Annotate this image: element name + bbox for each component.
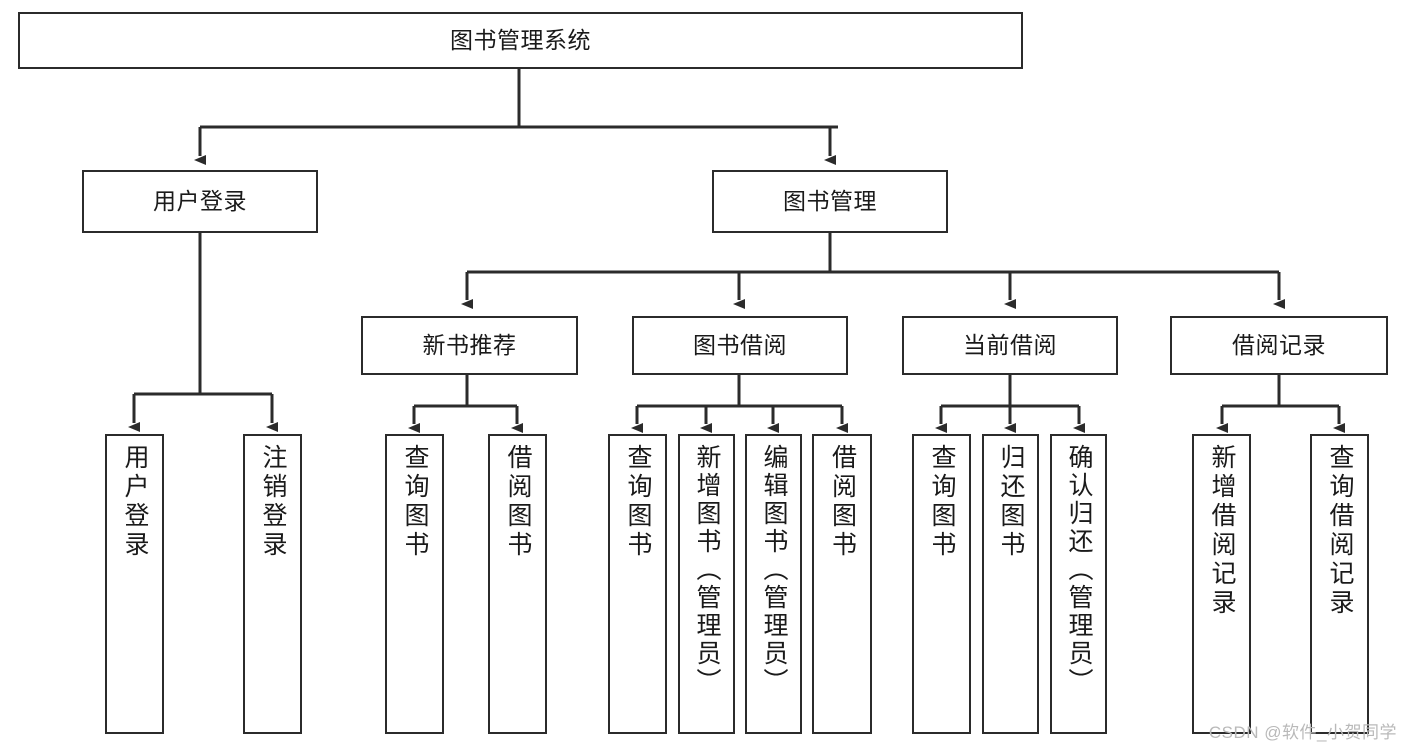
leaf-logout[interactable]: 注销登录 [243, 434, 302, 734]
node-label: 归还图书 [997, 444, 1025, 560]
node-label: 借阅图书 [828, 444, 857, 560]
leaf-add-borrow-record[interactable]: 新增借阅记录 [1192, 434, 1251, 734]
node-book-management[interactable]: 图书管理 [712, 170, 948, 233]
node-label: 查询图书 [928, 444, 956, 560]
node-root-book-management-system[interactable]: 图书管理系统 [18, 12, 1023, 69]
node-label: 用户登录 [121, 444, 149, 560]
node-label: 编辑图书（管理员） [760, 444, 788, 696]
node-label: 查询借阅记录 [1326, 444, 1354, 618]
watermark: CSDN @软件_小贺同学 [1208, 723, 1397, 742]
node-label: 借阅图书 [504, 444, 532, 560]
leaf-return-book[interactable]: 归还图书 [982, 434, 1039, 734]
leaf-query-borrow-record[interactable]: 查询借阅记录 [1310, 434, 1369, 734]
node-label: 用户登录 [153, 187, 247, 214]
leaf-edit-book-admin[interactable]: 编辑图书（管理员） [745, 434, 802, 734]
node-user-login[interactable]: 用户登录 [82, 170, 318, 233]
node-label: 借阅记录 [1232, 331, 1326, 358]
node-label: 图书管理系统 [450, 26, 591, 53]
leaf-query-book-1[interactable]: 查询图书 [385, 434, 444, 734]
leaf-query-book-2[interactable]: 查询图书 [608, 434, 667, 734]
node-label: 新书推荐 [422, 331, 517, 358]
node-borrowing-records[interactable]: 借阅记录 [1170, 316, 1388, 375]
leaf-query-book-3[interactable]: 查询图书 [912, 434, 971, 734]
node-current-borrowing[interactable]: 当前借阅 [902, 316, 1118, 375]
node-label: 当前借阅 [963, 331, 1057, 358]
leaf-user-login[interactable]: 用户登录 [105, 434, 164, 734]
node-label: 新增借阅记录 [1208, 444, 1236, 618]
leaf-borrow-book-2[interactable]: 借阅图书 [812, 434, 872, 734]
node-label: 确认归还（管理员） [1065, 444, 1093, 696]
node-book-borrowing[interactable]: 图书借阅 [632, 316, 848, 375]
leaf-confirm-return-admin[interactable]: 确认归还（管理员） [1050, 434, 1107, 734]
node-label: 查询图书 [624, 444, 652, 560]
node-label: 图书借阅 [693, 331, 787, 358]
leaf-borrow-book-1[interactable]: 借阅图书 [488, 434, 547, 734]
node-label: 注销登录 [259, 444, 287, 560]
node-label: 图书管理 [783, 187, 877, 214]
node-label: 新增图书（管理员） [693, 444, 721, 696]
leaf-add-book-admin[interactable]: 新增图书（管理员） [678, 434, 735, 734]
node-new-book-recommendation[interactable]: 新书推荐 [361, 316, 578, 375]
node-label: 查询图书 [401, 444, 429, 560]
